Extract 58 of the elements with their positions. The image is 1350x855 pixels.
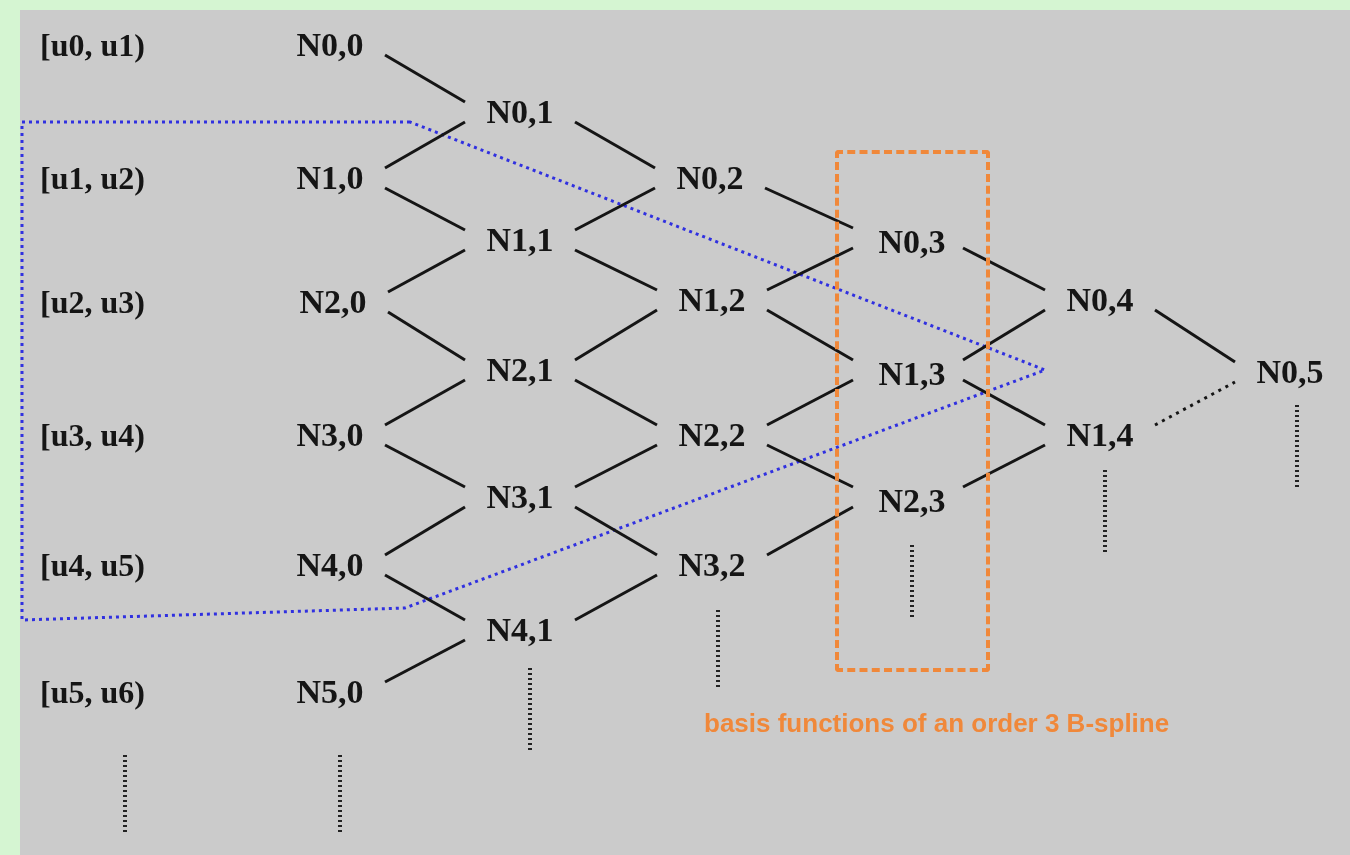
connector-line — [766, 246, 854, 292]
basis-function-label: N4,0 — [296, 548, 364, 582]
connector-line — [962, 443, 1046, 489]
connector-line — [384, 505, 466, 557]
interval-label: [u4, u5) — [40, 546, 145, 585]
connector-line — [962, 308, 1046, 362]
interval-label: [u3, u4) — [40, 416, 145, 455]
frame-caption: basis functions of an order 3 B-spline — [704, 707, 1170, 740]
basis-function-label: N1,2 — [678, 283, 746, 317]
basis-function-label: N1,0 — [296, 161, 364, 195]
interval-label: [u5, u6) — [40, 673, 145, 712]
basis-function-label: N3,2 — [678, 548, 746, 582]
basis-function-label: N3,1 — [486, 480, 554, 514]
connector-line — [574, 120, 656, 170]
connector-line — [384, 120, 466, 170]
connector-line — [574, 248, 658, 292]
connector-line — [766, 505, 854, 557]
connector-line — [387, 310, 466, 362]
interval-label: [u2, u3) — [40, 283, 145, 322]
connector-line — [766, 443, 854, 489]
connector-line — [766, 378, 854, 427]
connector-line — [574, 573, 658, 622]
basis-function-label: N0,1 — [486, 95, 554, 129]
connector-line — [384, 443, 466, 489]
basis-function-label: N1,3 — [878, 357, 946, 391]
connector-line — [574, 186, 656, 232]
connector-line — [1154, 380, 1236, 427]
basis-function-label: N0,5 — [1256, 355, 1324, 389]
basis-function-label: N1,1 — [486, 223, 554, 257]
basis-function-label: N2,2 — [678, 418, 746, 452]
connector-line — [574, 505, 658, 557]
connector-line — [384, 378, 466, 427]
basis-function-label: N5,0 — [296, 675, 364, 709]
connector-line — [962, 246, 1046, 292]
connector-line — [574, 443, 658, 489]
basis-function-label: N0,2 — [676, 161, 744, 195]
connector-line — [764, 186, 854, 230]
basis-function-label: N4,1 — [486, 613, 554, 647]
connector-line — [962, 378, 1046, 427]
connector-line — [1154, 308, 1236, 364]
connector-line — [384, 573, 466, 622]
basis-function-label: N1,4 — [1066, 418, 1134, 452]
connector-line — [574, 308, 658, 362]
interval-label: [u1, u2) — [40, 159, 145, 198]
connector-line — [384, 186, 466, 232]
connector-line — [387, 248, 466, 294]
basis-function-label: N2,3 — [878, 484, 946, 518]
connector-line — [766, 308, 854, 362]
basis-function-label: N0,0 — [296, 28, 364, 62]
basis-function-label: N0,4 — [1066, 283, 1134, 317]
basis-function-label: N2,0 — [299, 285, 367, 319]
interval-label: [u0, u1) — [40, 26, 145, 65]
connector-line — [384, 53, 466, 104]
connector-line — [384, 638, 466, 684]
basis-function-label: N2,1 — [486, 353, 554, 387]
connector-line — [574, 378, 658, 427]
basis-function-label: N0,3 — [878, 225, 946, 259]
basis-function-label: N3,0 — [296, 418, 364, 452]
